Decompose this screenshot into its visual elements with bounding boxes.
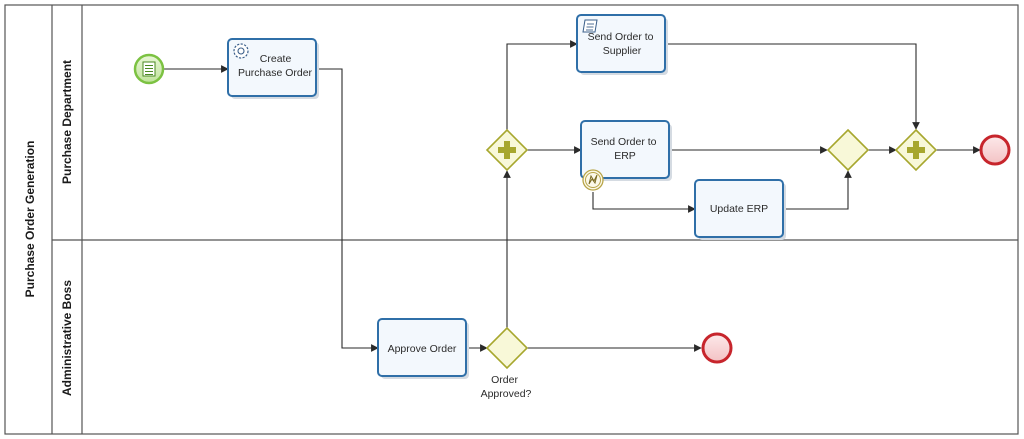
task-send-order-to-supplier[interactable]: Send Order to Supplier	[576, 14, 668, 75]
task-label-line: Update ERP	[710, 203, 768, 215]
gateway-label-line: Order	[491, 374, 518, 386]
gateway-order-approved[interactable]: Order Approved?	[481, 326, 532, 400]
gear-icon	[233, 43, 249, 59]
task-label-line: Send Order to	[591, 136, 657, 148]
conditional-icon	[142, 61, 156, 77]
svg-text:Update ERP: Update ERP	[710, 203, 768, 215]
task-send-order-to-erp[interactable]: Send Order to ERP	[580, 120, 672, 181]
task-label-line: Approve Order	[388, 343, 457, 355]
task-label-line: Send Order to	[588, 31, 654, 43]
task-label-line: Create	[260, 53, 292, 65]
task-approve-order[interactable]: Approve Order	[377, 318, 469, 379]
flow-update-to-merge	[783, 170, 852, 210]
svg-text:Approve Order: Approve Order	[388, 343, 457, 355]
lane-label-purchase-department: Purchase Department	[60, 60, 74, 184]
task-label-line: Purchase Order	[238, 67, 313, 79]
lane-label-administrative-boss: Administrative Boss	[60, 280, 74, 396]
svg-text:Send Order to ERP: Send Order to ERP	[591, 136, 660, 162]
svg-text:Order Approved?: Order Approved?	[481, 374, 532, 400]
flow-supplier-to-join	[666, 43, 920, 130]
end-event-main[interactable]	[979, 134, 1011, 166]
parallel-join-gateway[interactable]	[894, 128, 938, 172]
script-icon	[582, 19, 598, 33]
flow-create-to-approve	[316, 68, 379, 352]
start-event[interactable]	[133, 53, 165, 85]
gateway-label-line: Approved?	[481, 388, 532, 400]
task-create-purchase-order[interactable]: Create Purchase Order	[227, 38, 319, 99]
error-icon	[588, 174, 598, 185]
boundary-error-event[interactable]	[582, 169, 604, 191]
flow-split-to-supplier	[506, 40, 578, 131]
flow-boundary-to-update	[592, 192, 696, 213]
svg-text:Send Order to Supplier: Send Order to Supplier	[588, 31, 657, 57]
task-label-line: Supplier	[603, 45, 642, 57]
end-event-rejected[interactable]	[701, 332, 733, 364]
task-label-line: ERP	[614, 150, 636, 162]
task-update-erp[interactable]: Update ERP	[694, 179, 786, 240]
exclusive-merge-gateway[interactable]	[826, 128, 870, 172]
parallel-split-gateway[interactable]	[485, 128, 529, 172]
pool-label: Purchase Order Generation	[23, 141, 37, 298]
svg-text:Create Purchase Order: Create Purchase Order	[238, 53, 313, 79]
sequence-flows	[164, 40, 981, 352]
